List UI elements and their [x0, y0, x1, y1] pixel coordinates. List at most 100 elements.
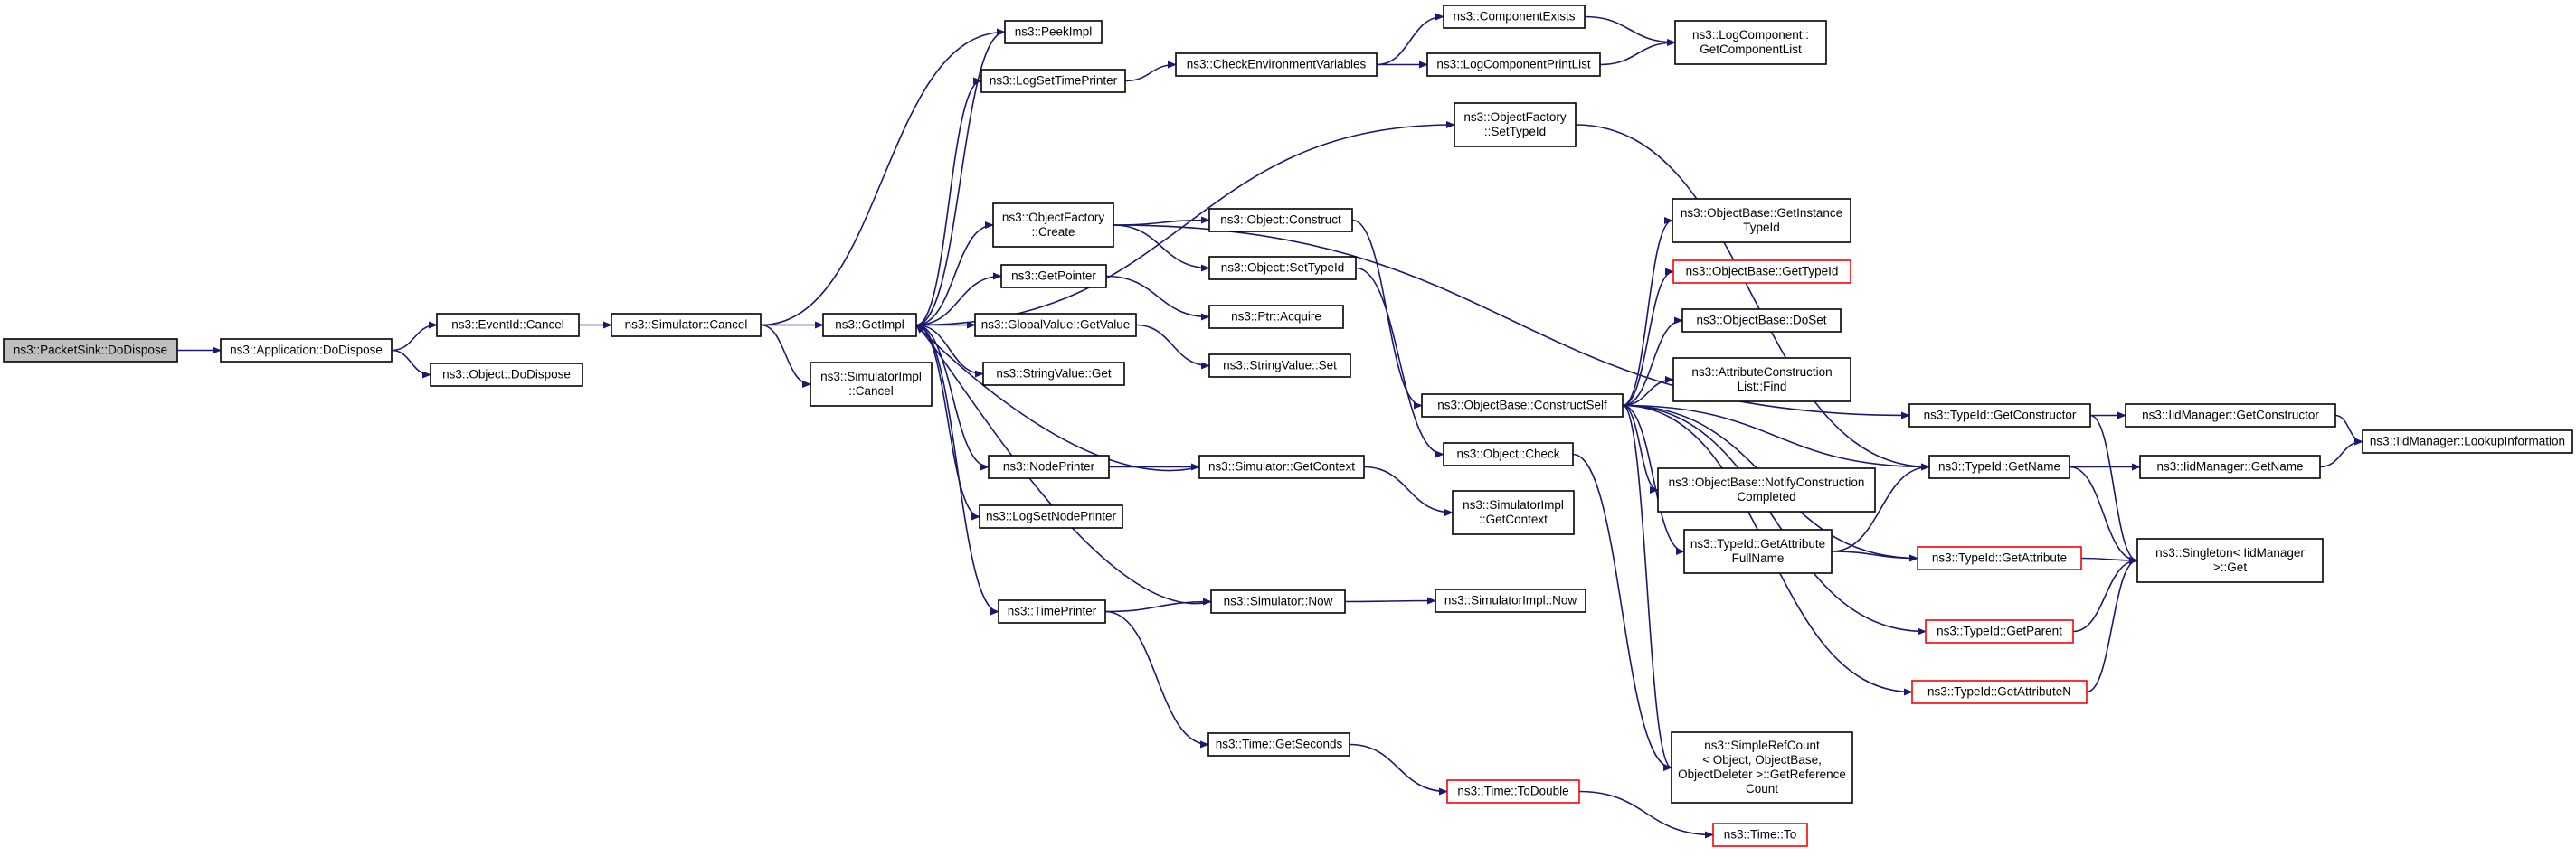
node-getpointer[interactable]: ns3::GetPointer: [1000, 264, 1107, 288]
node-simulatorimpl_cancel[interactable]: ns3::SimulatorImpl::Cancel: [810, 362, 933, 407]
node-eventid_cancel[interactable]: ns3::EventId::Cancel: [436, 313, 580, 337]
node-box[interactable]: [436, 313, 580, 337]
node-simulator_getcontext[interactable]: ns3::Simulator::GetContext: [1198, 455, 1365, 479]
node-box[interactable]: [2136, 538, 2324, 583]
node-box[interactable]: [1917, 546, 2082, 570]
node-box[interactable]: [1435, 589, 1586, 613]
node-box[interactable]: [982, 362, 1125, 386]
node-box[interactable]: [1672, 357, 1852, 402]
node-object_construct[interactable]: ns3::Object::Construct: [1208, 208, 1353, 232]
node-box[interactable]: [998, 599, 1106, 624]
node-simplerefcount_getreferencecount[interactable]: ns3::SimpleRefCount< Object, ObjectBase,…: [1671, 731, 1853, 804]
node-box[interactable]: [1426, 52, 1601, 77]
node-object_dodispose[interactable]: ns3::Object::DoDispose: [430, 363, 583, 387]
node-box[interactable]: [1443, 5, 1586, 29]
node-objectbase_notifyconstructioncompleted[interactable]: ns3::ObjectBase::NotifyConstructionCompl…: [1657, 467, 1876, 513]
node-iidmanager_getname[interactable]: ns3::IidManager::GetName: [2139, 455, 2321, 479]
node-box[interactable]: [988, 455, 1110, 479]
node-object_check[interactable]: ns3::Object::Check: [1443, 442, 1574, 466]
node-box[interactable]: [2125, 403, 2336, 428]
node-box[interactable]: [1208, 305, 1344, 329]
node-ptr_acquire[interactable]: ns3::Ptr::Acquire: [1208, 305, 1344, 329]
node-logcomponent_getcomponentlist[interactable]: ns3::LogComponent::GetComponentList: [1674, 20, 1827, 65]
node-box[interactable]: [1004, 20, 1103, 44]
node-singleton_iidmanager_get[interactable]: ns3::Singleton< IidManager>::Get: [2136, 538, 2324, 583]
node-box[interactable]: [1208, 732, 1350, 757]
node-typeid_getattribute[interactable]: ns3::TypeId::GetAttribute: [1917, 546, 2082, 570]
node-box[interactable]: [1208, 353, 1351, 378]
node-box[interactable]: [2139, 455, 2321, 479]
node-box[interactable]: [1908, 403, 2091, 428]
node-box[interactable]: [1712, 823, 1808, 847]
node-box[interactable]: [1454, 102, 1577, 147]
node-objectbase_gettypeid[interactable]: ns3::ObjectBase::GetTypeId: [1672, 259, 1852, 284]
node-application_dodispose[interactable]: ns3::Application::DoDispose: [220, 338, 393, 363]
node-box[interactable]: [1672, 259, 1852, 284]
node-iidmanager_lookupinformation[interactable]: ns3::IidManager::LookupInformation: [2362, 429, 2573, 454]
node-box[interactable]: [1657, 467, 1876, 513]
node-simulator_now[interactable]: ns3::Simulator::Now: [1210, 589, 1346, 614]
node-stringvalue_set[interactable]: ns3::StringValue::Set: [1208, 353, 1351, 378]
node-box[interactable]: [1671, 731, 1853, 804]
node-box[interactable]: [810, 362, 933, 407]
node-box[interactable]: [220, 338, 393, 363]
node-typeid_getname[interactable]: ns3::TypeId::GetName: [1928, 455, 2070, 479]
node-checkenvironmentvariables[interactable]: ns3::CheckEnvironmentVariables: [1175, 52, 1378, 77]
node-object_settypeid[interactable]: ns3::Object::SetTypeId: [1208, 256, 1357, 280]
node-globalvalue_getvalue[interactable]: ns3::GlobalValue::GetValue: [974, 313, 1137, 337]
node-box[interactable]: [1925, 619, 2074, 644]
node-box[interactable]: [1208, 256, 1357, 280]
node-time_getseconds[interactable]: ns3::Time::GetSeconds: [1208, 732, 1350, 757]
node-box[interactable]: [1443, 442, 1574, 466]
node-iidmanager_getconstructor[interactable]: ns3::IidManager::GetConstructor: [2125, 403, 2336, 428]
node-simulatorimpl_now[interactable]: ns3::SimulatorImpl::Now: [1435, 589, 1586, 613]
node-typeid_getattributen[interactable]: ns3::TypeId::GetAttributeN: [1911, 680, 2088, 704]
node-simulator_cancel[interactable]: ns3::Simulator::Cancel: [611, 313, 762, 337]
node-typeid_getparent[interactable]: ns3::TypeId::GetParent: [1925, 619, 2074, 644]
node-box[interactable]: [2362, 429, 2573, 454]
node-objectbase_doset[interactable]: ns3::ObjectBase::DoSet: [1681, 308, 1842, 333]
node-timeprinter[interactable]: ns3::TimePrinter: [998, 599, 1106, 624]
node-nodeprinter[interactable]: ns3::NodePrinter: [988, 455, 1110, 479]
node-getimpl[interactable]: ns3::GetImpl: [822, 313, 917, 337]
node-packetsink_dodispose[interactable]: ns3::PacketSink::DoDispose: [3, 338, 178, 363]
node-box[interactable]: [1000, 264, 1107, 288]
node-typeid_getconstructor[interactable]: ns3::TypeId::GetConstructor: [1908, 403, 2091, 428]
node-box[interactable]: [1421, 393, 1624, 418]
node-stringvalue_get[interactable]: ns3::StringValue::Get: [982, 362, 1125, 386]
node-box[interactable]: [992, 202, 1114, 248]
node-componentexists[interactable]: ns3::ComponentExists: [1443, 5, 1586, 29]
node-objectfactory_create[interactable]: ns3::ObjectFactory::Create: [992, 202, 1114, 248]
node-box[interactable]: [430, 363, 583, 387]
node-peekimpl[interactable]: ns3::PeekImpl: [1004, 20, 1103, 44]
node-objectbase_constructself[interactable]: ns3::ObjectBase::ConstructSelf: [1421, 393, 1624, 418]
node-simulatorimpl_getcontext[interactable]: ns3::SimulatorImpl::GetContext: [1452, 490, 1575, 535]
node-box[interactable]: [1928, 455, 2070, 479]
node-time_to[interactable]: ns3::Time::To: [1712, 823, 1808, 847]
node-objectfactory_settypeid[interactable]: ns3::ObjectFactory::SetTypeId: [1454, 102, 1577, 147]
node-box[interactable]: [1208, 208, 1353, 232]
node-time_todouble[interactable]: ns3::Time::ToDouble: [1446, 779, 1580, 804]
node-box[interactable]: [822, 313, 917, 337]
node-box[interactable]: [1210, 589, 1346, 614]
node-box[interactable]: [1672, 198, 1852, 243]
node-box[interactable]: [1683, 529, 1833, 574]
node-box[interactable]: [980, 69, 1126, 93]
node-logsettimeprinter[interactable]: ns3::LogSetTimePrinter: [980, 69, 1126, 93]
node-box[interactable]: [1681, 308, 1842, 333]
node-box[interactable]: [979, 504, 1123, 529]
node-logsetnodeprinter[interactable]: ns3::LogSetNodePrinter: [979, 504, 1123, 529]
node-box[interactable]: [611, 313, 762, 337]
node-box[interactable]: [1446, 779, 1580, 804]
node-box[interactable]: [1911, 680, 2088, 704]
node-logcomponentprintlist[interactable]: ns3::LogComponentPrintList: [1426, 52, 1601, 77]
node-box[interactable]: [3, 338, 178, 363]
node-box[interactable]: [1674, 20, 1827, 65]
node-box[interactable]: [1452, 490, 1575, 535]
node-box[interactable]: [1175, 52, 1378, 77]
node-box[interactable]: [974, 313, 1137, 337]
node-box[interactable]: [1198, 455, 1365, 479]
